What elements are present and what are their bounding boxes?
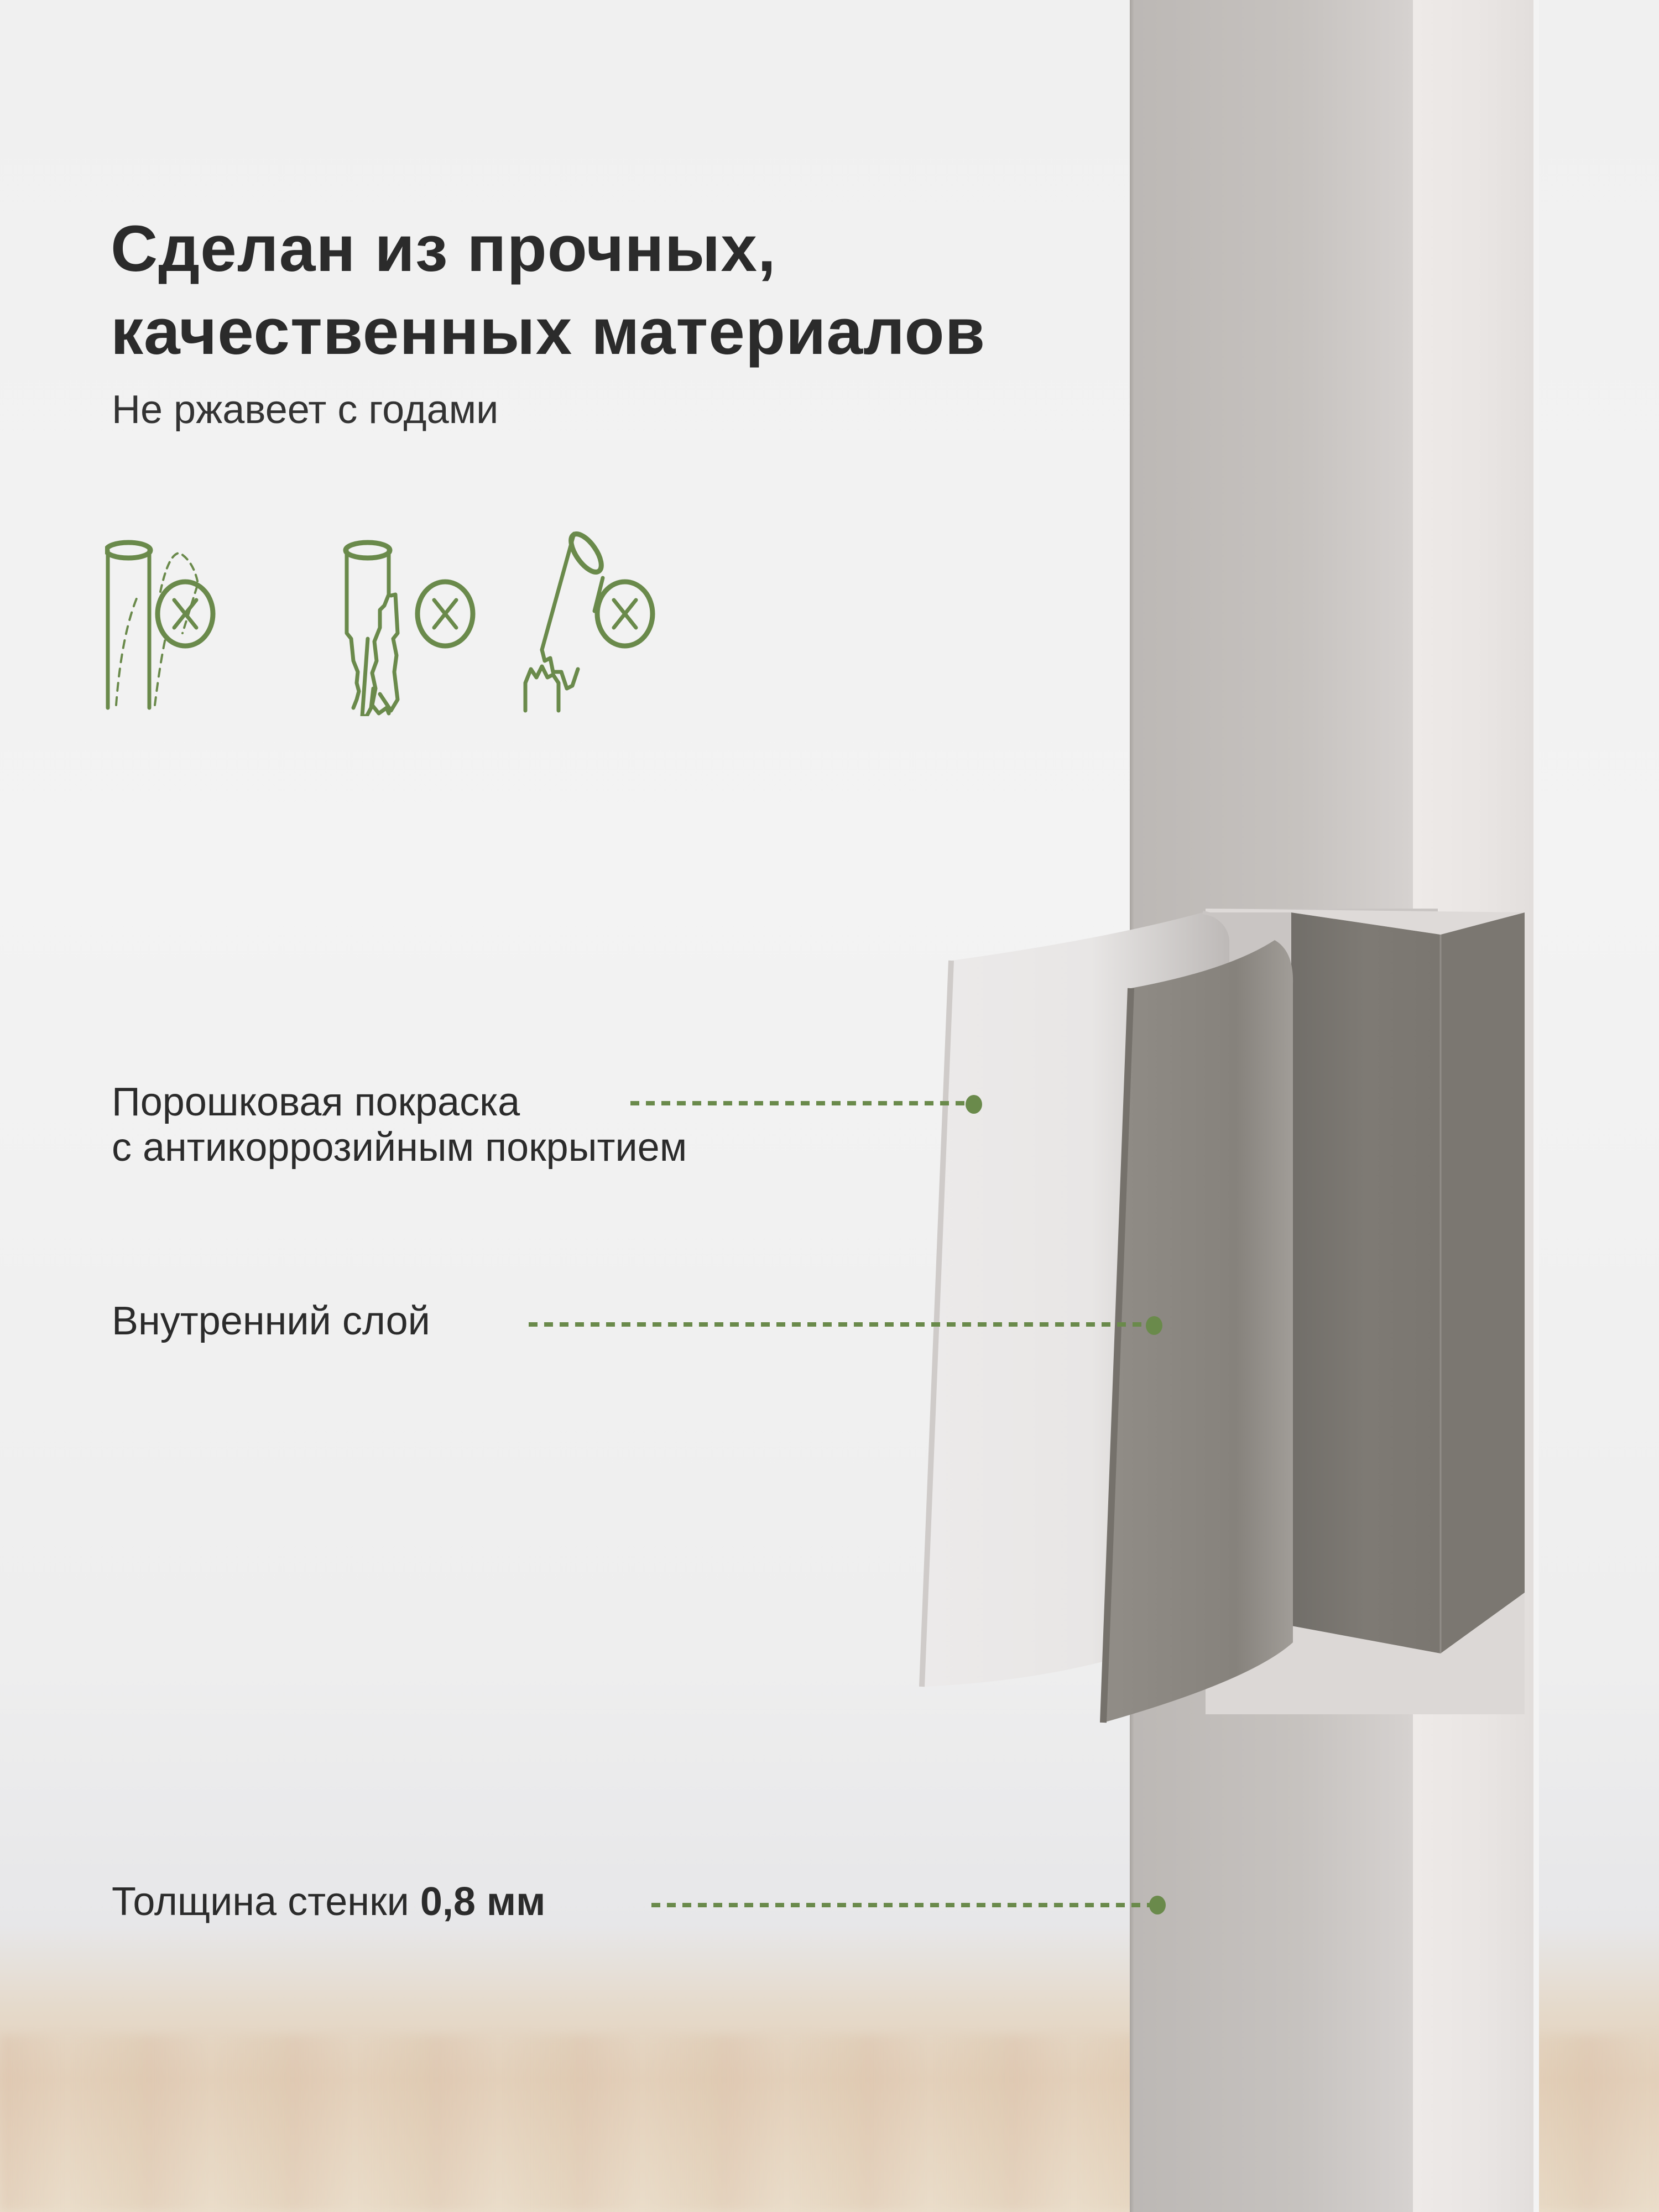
post-edge [1533, 0, 1539, 2212]
callout-inner-dot [1146, 1316, 1162, 1335]
callout-coating-line-2: с антикоррозийным покрытием [112, 1125, 687, 1170]
callout-thickness-label: Толщина стенки 0,8 мм [112, 1879, 545, 1924]
no-peeling-icon [343, 540, 476, 716]
thickness-value: 0,8 мм [420, 1880, 546, 1924]
callout-coating-leader [630, 1101, 969, 1105]
subtitle: Не ржавеет с годами [112, 388, 499, 432]
callout-coating-line-1: Порошковая покраска [112, 1080, 520, 1124]
page-title: Сделан из прочных, качественных материал… [111, 207, 985, 373]
no-breaking-icon [523, 531, 655, 713]
title-line-1: Сделан из прочных, [111, 212, 776, 285]
callout-coating-label: Порошковая покраска с антикоррозийным по… [112, 1079, 687, 1170]
cutaway-illustration [919, 909, 1525, 1723]
callout-coating-dot [966, 1095, 982, 1114]
thickness-text: Толщина стенки [112, 1880, 409, 1924]
callout-thickness-leader [651, 1903, 1155, 1907]
callout-inner-label: Внутренний слой [112, 1299, 430, 1343]
no-bending-icon [105, 540, 216, 710]
callout-inner-leader [529, 1322, 1154, 1327]
feature-icons [105, 531, 655, 716]
title-line-2: качественных материалов [111, 295, 986, 368]
callout-thickness-dot [1149, 1896, 1166, 1914]
